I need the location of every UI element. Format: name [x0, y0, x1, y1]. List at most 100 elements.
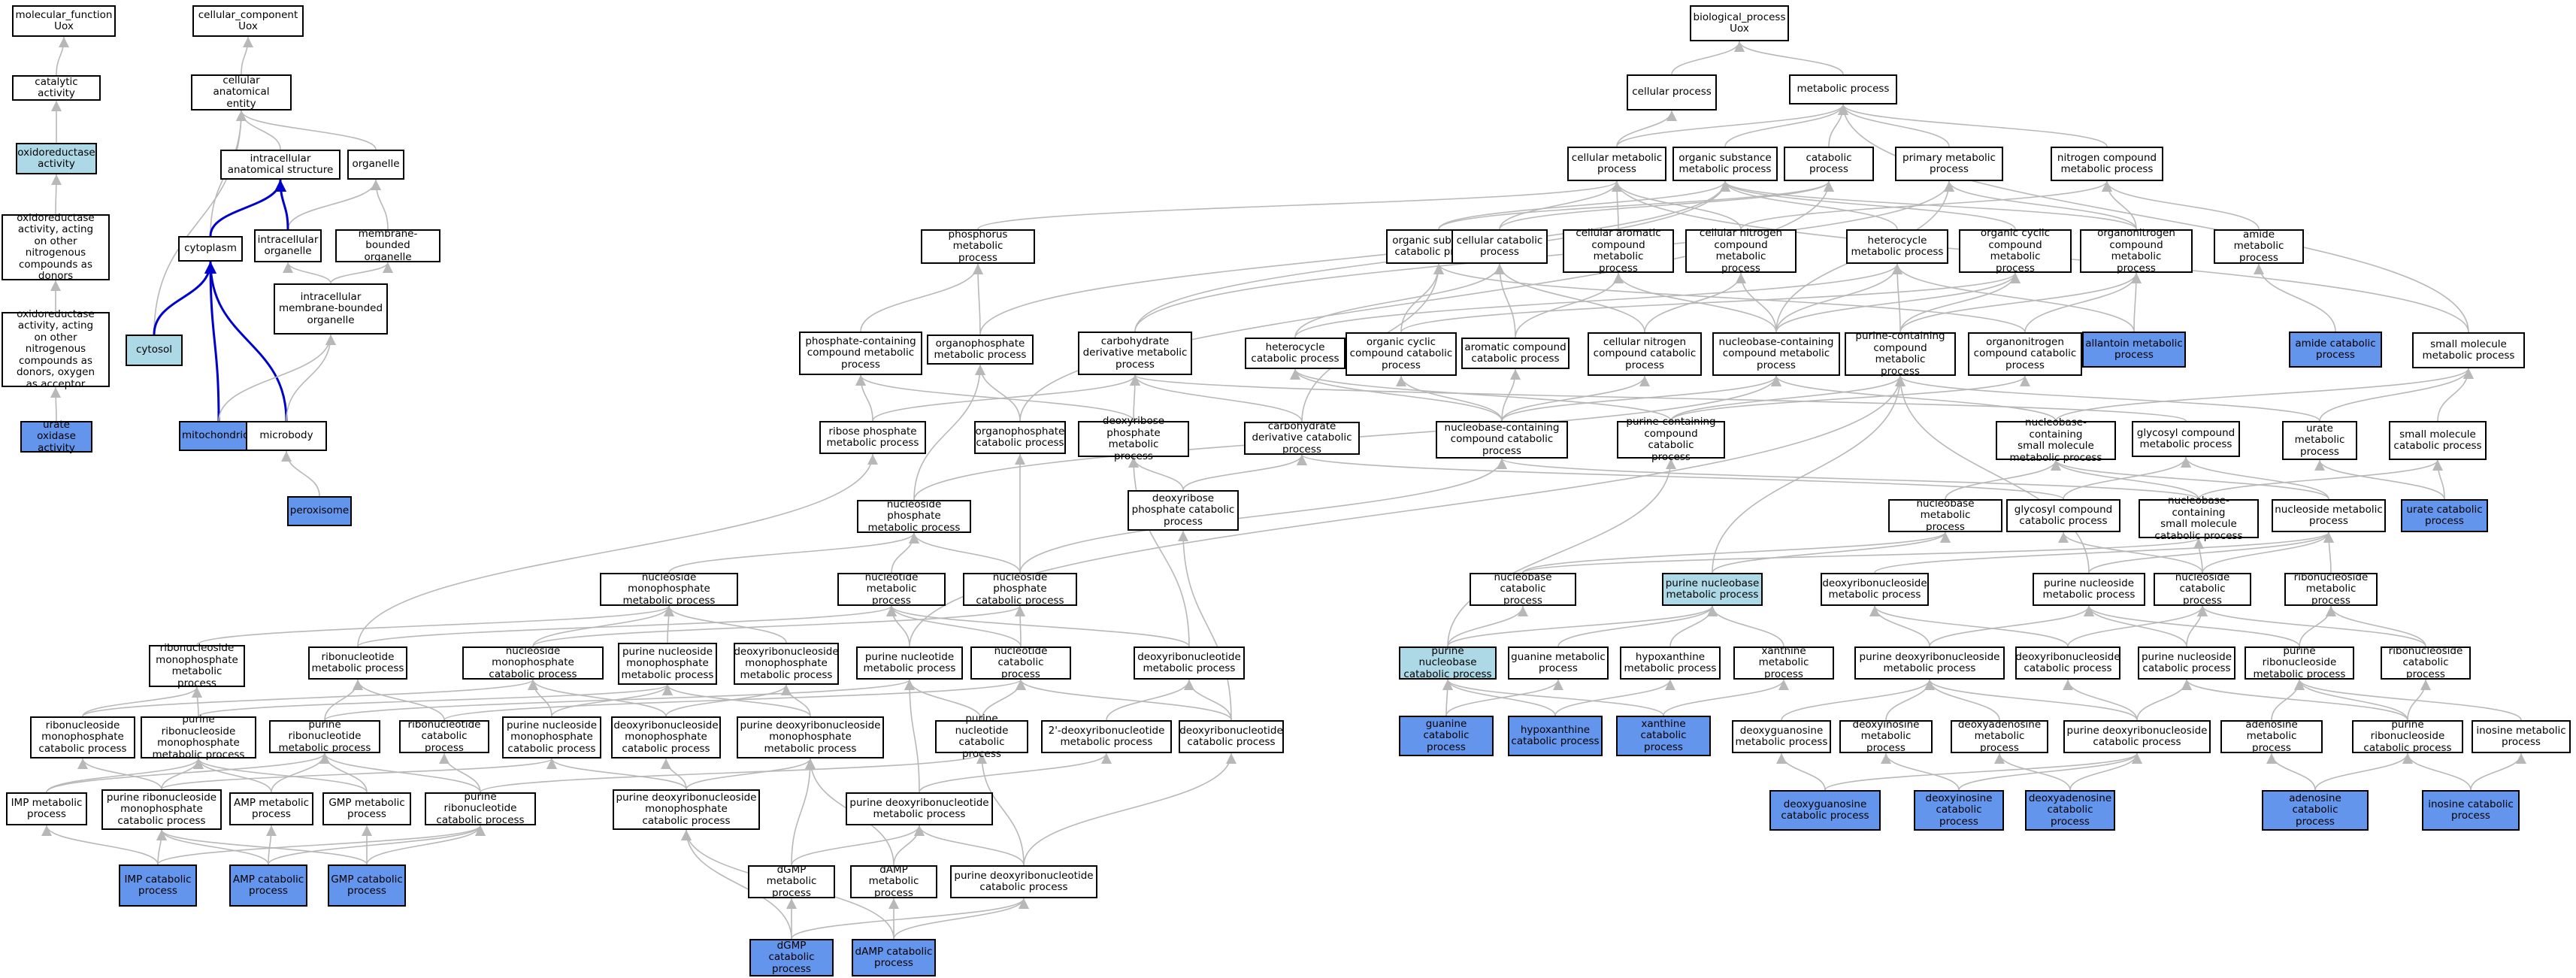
go-term-puccp[interactable]: purine-containing compound catabolic pro…: [1617, 416, 1725, 462]
go-term-drntcp[interactable]: deoxyribonucleotide catabolic process: [1179, 720, 1284, 753]
go-term-pdrntmp[interactable]: purine deoxyribonucleotide metabolic pro…: [846, 792, 993, 825]
go-term-pntcp[interactable]: purine nucleotide catabolic process: [935, 713, 1028, 759]
go-term-pnmpcp[interactable]: purine nucleoside monophosphate cataboli…: [502, 716, 601, 758]
go-term-punbcp[interactable]: purine nucleobase catabolic process: [1399, 645, 1497, 680]
go-term-perox[interactable]: peroxisome: [287, 496, 352, 526]
go-term-catp[interactable]: catabolic process: [1784, 147, 1874, 181]
go-term-ncmp[interactable]: nitrogen compound metabolic process: [2051, 147, 2163, 181]
go-term-prnscp[interactable]: purine ribonucleoside catabolic process: [2352, 719, 2463, 754]
go-term-nbcccp[interactable]: nucleobase-containing compound catabolic…: [1436, 421, 1568, 459]
go-term-pdrnmpmp[interactable]: purine deoxyribonucleoside monophosphate…: [737, 716, 884, 758]
go-term-micro[interactable]: microbody: [246, 421, 327, 451]
go-term-rntcp[interactable]: ribonucleotide catabolic process: [399, 719, 489, 754]
go-term-amp_meta[interactable]: amide metabolic process: [2214, 229, 2304, 264]
go-term-smcp[interactable]: small molecule catabolic process: [2389, 421, 2487, 460]
go-term-accp[interactable]: aromatic compound catabolic process: [1461, 338, 1570, 369]
go-term-pucmp[interactable]: purine-containing compound metabolic pro…: [1845, 330, 1956, 377]
go-term-prntmp[interactable]: purine ribonucleotide metabolic process: [269, 719, 380, 754]
go-term-cacmp[interactable]: cellular aromatic compound metabolic pro…: [1563, 227, 1674, 274]
go-term-nmpcp[interactable]: nucleoside monophosphate catabolic proce…: [462, 645, 604, 680]
go-term-ias[interactable]: intracellular anatomical structure: [220, 150, 341, 180]
go-term-nbcsmmp[interactable]: nucleobase-containing small molecule met…: [1996, 416, 2116, 463]
go-term-hcp[interactable]: heterocycle catabolic process: [1245, 338, 1346, 369]
go-term-dadocp[interactable]: deoxyadenosine catabolic process: [2025, 790, 2115, 831]
go-term-cyto[interactable]: cytoplasm: [178, 236, 243, 262]
go-term-mp[interactable]: metabolic process: [1789, 74, 1897, 104]
go-term-dguocp[interactable]: deoxyguanosine catabolic process: [1769, 790, 1881, 831]
go-term-pnscp[interactable]: purine nucleoside catabolic process: [2138, 646, 2235, 680]
go-term-adocp[interactable]: adenosine catabolic process: [2262, 790, 2369, 831]
go-term-allan[interactable]: allantoin metabolic process: [2082, 332, 2186, 368]
go-term-cat[interactable]: catalytic activity: [12, 75, 101, 101]
go-term-nscp[interactable]: nucleoside catabolic process: [2154, 571, 2251, 607]
go-term-cytosol[interactable]: cytosol: [126, 335, 183, 366]
go-term-urcp[interactable]: urate catabolic process: [2401, 499, 2488, 532]
go-term-bp[interactable]: biological_process Uox: [1690, 5, 1789, 41]
go-term-onccp[interactable]: organonitrogen compound catabolic proces…: [1968, 332, 2082, 376]
go-term-mito[interactable]: mitochondrion: [179, 421, 259, 451]
go-term-nbccmp[interactable]: nucleobase-containing compound metabolic…: [1712, 332, 1840, 376]
go-term-hmp[interactable]: heterocycle metabolic process: [1846, 229, 1948, 264]
go-term-guamp[interactable]: guanine metabolic process: [1508, 646, 1609, 680]
go-term-drntmp[interactable]: deoxyribonucleotide metabolic process: [1134, 646, 1245, 680]
go-term-impcp[interactable]: IMP catabolic process: [119, 864, 197, 907]
go-term-ampcp[interactable]: AMP catabolic process: [229, 864, 307, 907]
go-term-cnccp[interactable]: cellular nitrogen compound catabolic pro…: [1588, 332, 1702, 376]
go-term-gmpmp[interactable]: GMP metabolic process: [322, 792, 411, 825]
go-term-drnmpmp[interactable]: deoxyribonucleoside monophosphate metabo…: [734, 643, 839, 685]
go-term-nphcp[interactable]: nucleoside phosphate catabolic process: [963, 571, 1077, 607]
go-term-guacp[interactable]: guanine catabolic process: [1399, 716, 1494, 756]
go-term-dgmpmp[interactable]: dGMP metabolic process: [748, 864, 835, 899]
go-term-hypcp[interactable]: hypoxanthine catabolic process: [1508, 716, 1603, 756]
go-term-uox[interactable]: urate oxidase activity: [20, 419, 92, 454]
go-term-org[interactable]: organelle: [347, 150, 404, 180]
go-term-rnscp[interactable]: ribonucleoside catabolic process: [2381, 645, 2471, 680]
go-term-nbcsmcp[interactable]: nucleobase-containing small molecule cat…: [2139, 495, 2259, 541]
go-term-cncmp[interactable]: cellular nitrogen compound metabolic pro…: [1685, 227, 1797, 274]
go-term-dampmp[interactable]: dAMP metabolic process: [850, 864, 937, 899]
go-term-nsmp[interactable]: nucleoside metabolic process: [2272, 499, 2386, 532]
go-term-ophmp[interactable]: organophosphate metabolic process: [927, 335, 1034, 365]
go-term-nbcp[interactable]: nucleobase catabolic process: [1470, 571, 1576, 607]
go-term-pntmp[interactable]: purine nucleotide metabolic process: [856, 646, 963, 680]
go-term-mbo[interactable]: membrane-bounded organelle: [335, 228, 440, 263]
go-term-ntmp[interactable]: nucleotide metabolic process: [837, 571, 946, 607]
go-term-prnmpcp[interactable]: purine ribonucleoside monophosphate cata…: [101, 789, 222, 830]
go-term-cmp[interactable]: cellular metabolic process: [1567, 147, 1666, 181]
go-term-occcp[interactable]: organic cyclic compound catabolic proces…: [1346, 332, 1457, 376]
go-term-pccmp[interactable]: phosphate-containing compound metabolic …: [799, 332, 922, 375]
go-term-pmp[interactable]: primary metabolic process: [1895, 147, 2003, 181]
go-term-pdrnscp[interactable]: purine deoxyribonucleoside catabolic pro…: [2063, 720, 2211, 753]
go-term-rnmpcp[interactable]: ribonucleoside monophosphate catabolic p…: [30, 716, 135, 758]
go-term-inocp[interactable]: inosine catabolic process: [2422, 790, 2520, 831]
go-term-ntcp[interactable]: nucleotide catabolic process: [970, 645, 1071, 680]
go-term-nmpmp[interactable]: nucleoside monophosphate metabolic proce…: [600, 571, 738, 607]
go-term-xancp[interactable]: xanthine catabolic process: [1616, 716, 1711, 756]
go-term-drnscp[interactable]: deoxyribonucleoside catabolic process: [2015, 646, 2120, 680]
go-term-dinomp[interactable]: deoxyinosine metabolic process: [1839, 719, 1933, 754]
go-term-xanmp[interactable]: xanthine metabolic process: [1733, 645, 1834, 680]
go-term-inomp[interactable]: inosine metabolic process: [2472, 720, 2571, 753]
go-term-dampcp[interactable]: dAMP catabolic process: [852, 939, 936, 976]
go-term-dinocp[interactable]: deoxyinosine catabolic process: [1914, 790, 2004, 831]
go-term-prnsmp[interactable]: purine ribonucleoside metabolic process: [2245, 645, 2354, 680]
go-term-imbo[interactable]: intracellular membrane-bounded organelle: [274, 283, 388, 335]
go-term-punbmp[interactable]: purine nucleobase metabolic process: [1662, 573, 1763, 606]
go-term-dguomp[interactable]: deoxyguanosine metabolic process: [1732, 720, 1831, 753]
go-term-cp[interactable]: cellular process: [1627, 74, 1717, 111]
go-term-pdrntcp[interactable]: purine deoxyribonucleotide catabolic pro…: [950, 865, 1097, 898]
go-term-cdmp[interactable]: carbohydrate derivative metabolic proces…: [1078, 332, 1192, 375]
go-term-pnsmp[interactable]: purine nucleoside metabolic process: [2033, 573, 2145, 606]
go-term-oncmp[interactable]: organonitrogen compound metabolic proces…: [2080, 227, 2193, 274]
go-term-pdrnsmp[interactable]: purine deoxyribonucleoside metabolic pro…: [1854, 646, 2005, 680]
go-term-drnmpcp[interactable]: deoxyribonucleoside monophosphate catabo…: [611, 716, 721, 758]
go-term-impmp[interactable]: IMP metabolic process: [6, 792, 87, 825]
go-term-iorg[interactable]: intracellular organelle: [254, 229, 322, 262]
go-term-ccp[interactable]: cellular catabolic process: [1451, 229, 1548, 264]
go-term-cae[interactable]: cellular anatomical entity: [191, 74, 292, 111]
go-term-occmp[interactable]: organic cyclic compound metabolic proces…: [1959, 227, 2072, 274]
go-term-cc[interactable]: cellular_component Uox: [192, 5, 304, 37]
go-term-gccp[interactable]: glycosyl compound catabolic process: [2006, 499, 2120, 532]
go-term-nphmp[interactable]: nucleoside phosphate metabolic process: [857, 498, 971, 534]
go-term-nbmp[interactable]: nucleobase metabolic process: [1888, 498, 2002, 533]
